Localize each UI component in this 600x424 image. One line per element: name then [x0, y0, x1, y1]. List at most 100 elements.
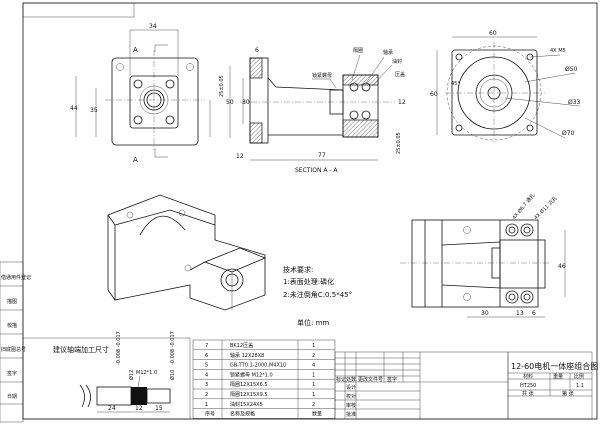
part-qty: 1	[312, 392, 315, 398]
dim-label: 4X Ø11 沉孔	[532, 195, 558, 221]
front-view: 34 44 35 25±0.05 A A	[70, 23, 225, 164]
tol-label: -0.008 -0.017	[170, 331, 176, 365]
part-name: 油封15X24X5	[230, 401, 263, 408]
title-block: 12-60电机一体座组合图 材料 重量 比例 HT250 1:1 共 张 第 张	[507, 351, 598, 420]
callout: 隔圈	[353, 47, 363, 54]
part-name: 轴承 12X28X8	[230, 352, 264, 359]
side-label: 旧底图总号	[1, 346, 26, 353]
dim-label: 4X M5	[550, 48, 566, 54]
unit-label: 单位: mm	[297, 318, 329, 327]
part-no: 4	[205, 372, 208, 378]
sheet-label: 共 张	[522, 390, 534, 397]
dia-label: Ø12	[128, 370, 135, 380]
dim-label: 77	[318, 152, 326, 159]
sheet-label: 第 张	[562, 390, 574, 397]
rev-role: 设计	[346, 384, 356, 391]
callout: 压盖	[395, 71, 405, 78]
section-view: 6 50 30 12 12 77 25±0.05 SECTION A - A 锁…	[226, 47, 406, 174]
section-title: SECTION A - A	[295, 167, 338, 174]
callout: 锁紧螺母	[312, 72, 332, 79]
section-mark: A	[133, 46, 138, 54]
tb-label: 重量	[553, 373, 563, 380]
part-qty: 1	[312, 372, 315, 378]
part-name: 隔圈12X15X6.5	[230, 381, 268, 388]
side-label: 描图	[7, 298, 17, 305]
part-no: 5	[205, 363, 208, 369]
dia-label: Ø10	[169, 370, 176, 380]
thread-label: M12*1.0	[136, 370, 157, 376]
rev-header: 标记	[336, 376, 346, 383]
tb-label: 材料	[523, 373, 533, 380]
header-no: 序号	[205, 411, 215, 418]
part-qty: 2	[312, 402, 315, 408]
dim-label: 30	[481, 310, 489, 317]
callout: 轴承	[383, 49, 393, 56]
dim-label: 12	[236, 153, 244, 160]
shaft-detail: 建议轴端加工尺寸 24 12 15 M12*1.0 Ø12 -0.008 -0.…	[22, 331, 191, 420]
drawing-title: 12-60电机一体座组合图	[511, 361, 598, 371]
part-name: BK12压盖	[230, 342, 253, 349]
dim-label: 60	[430, 91, 438, 98]
side-label: 校描	[7, 322, 17, 329]
parts-list: 7 BK12压盖 1 6 轴承 12X28X8 2 5 GB-T70.1-2000,M4X10…	[192, 339, 336, 419]
dim-label: 13	[516, 310, 524, 317]
part-name: GB-T70.1-2000,M4X10	[230, 363, 286, 369]
part-no: 6	[205, 353, 208, 359]
tb-label: 比例	[574, 373, 584, 380]
tech-item: 1:表面处理:磷化	[283, 277, 334, 286]
part-qty: 2	[312, 353, 315, 359]
dim-label: 25±0.05	[219, 75, 225, 97]
dim-label: 45°	[451, 81, 460, 87]
rev-header: 处数	[346, 376, 356, 383]
dim-label: 12	[135, 405, 143, 412]
dim-label: 12	[398, 99, 406, 106]
section-mark: A	[133, 156, 138, 164]
top-view: 4X Ø6.7 通孔 4X Ø11 沉孔 46 30 13 6	[400, 192, 566, 318]
part-qty: 1	[312, 382, 315, 388]
header-qty: 数量	[312, 411, 322, 418]
header-name: 名称及规格	[230, 411, 255, 418]
part-name: 隔圈12X15X9.5	[230, 391, 268, 398]
rev-header: 签字	[387, 376, 397, 383]
end-view: 60 60 4X M5 Ø50 Ø33 Ø70 45°	[430, 30, 581, 142]
dim-label: Ø70	[562, 130, 575, 137]
dim-label: 60	[489, 30, 497, 37]
part-no: 3	[205, 382, 208, 388]
revision-block: 标记 处数 更改文件号 签字 设计 校对 审核 批准	[334, 351, 509, 420]
isometric-view	[107, 194, 267, 311]
rev-role: 审核	[346, 402, 356, 409]
side-label: 签字	[7, 370, 17, 377]
dim-label: 25±0.05	[396, 132, 402, 154]
dim-label: Ø33	[568, 99, 581, 106]
dim-label: 44	[70, 105, 78, 112]
dim-label: 6	[255, 47, 259, 54]
dim-label: 6	[532, 310, 536, 317]
part-no: 2	[205, 392, 208, 398]
tech-title: 技术要求:	[283, 265, 313, 274]
side-label: 日期	[7, 394, 17, 400]
dim-label: 30	[242, 99, 250, 106]
top-left-box	[22, 2, 135, 18]
part-no: 7	[205, 343, 208, 349]
dim-label: 35	[90, 107, 98, 114]
part-no: 1	[205, 402, 208, 408]
part-qty: 4	[312, 363, 315, 369]
dim-label: 15	[155, 405, 163, 412]
rev-header: 更改文件号	[358, 376, 383, 383]
tech-requirements: 技术要求: 1:表面处理:磷化 2:未注倒角C:0.5*45° 单位: mm	[283, 265, 352, 327]
rev-role: 批准	[346, 411, 356, 418]
tech-item: 2:未注倒角C:0.5*45°	[283, 290, 352, 299]
sheet-border	[22, 2, 598, 420]
shaft-title: 建议轴端加工尺寸	[53, 345, 109, 354]
callout: 油封	[392, 58, 402, 65]
part-qty: 1	[312, 343, 315, 349]
part-name: 锁紧螺母 M12*1.0	[230, 371, 273, 378]
tol-label: -0.008 -0.017	[116, 331, 122, 365]
dim-label: 24	[108, 405, 116, 412]
scale-value: 1:1	[576, 383, 584, 389]
rev-role: 校对	[346, 393, 356, 400]
material-value: HT250	[520, 383, 536, 389]
dim-label: Ø50	[565, 66, 578, 73]
